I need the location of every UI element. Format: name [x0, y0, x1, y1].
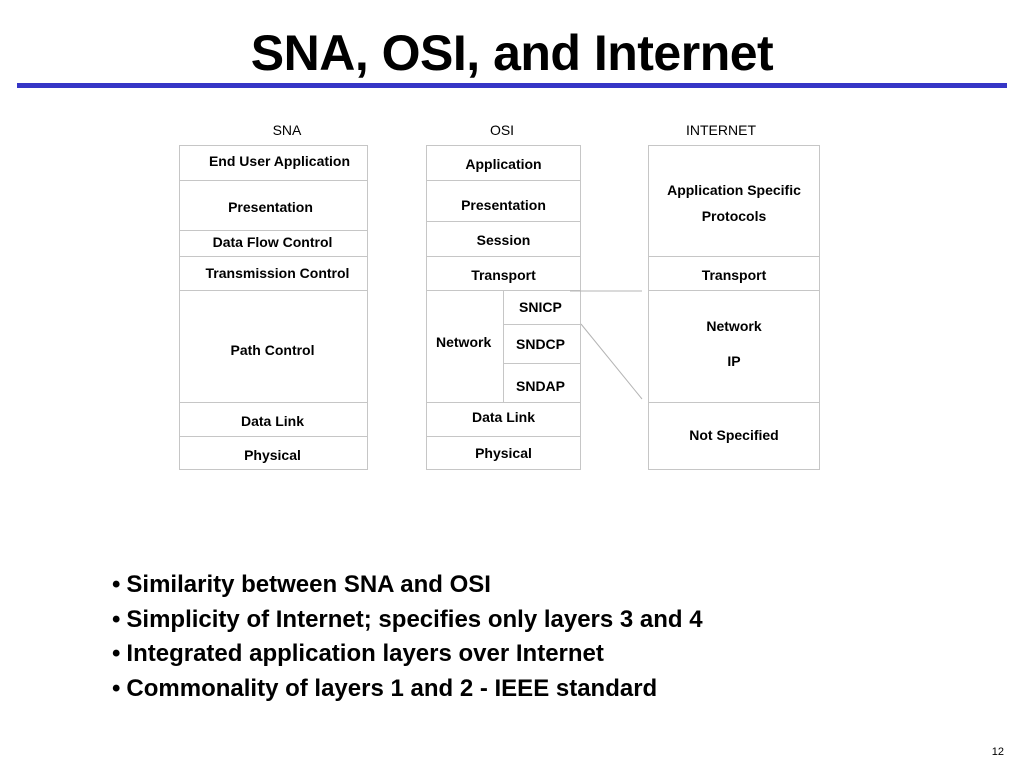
- osi-layer-label: Session: [476, 232, 531, 248]
- osi-sublayer-divider: [503, 324, 581, 325]
- osi-layer-physical: Physical: [426, 436, 581, 470]
- osi-layer-label: Data Link: [471, 408, 535, 425]
- sna-layer: Data Link: [179, 402, 368, 437]
- bullet-dot: •: [112, 605, 121, 633]
- sna-layer: Data Flow Control: [179, 230, 368, 257]
- osi-sublayer-divider: [503, 363, 581, 364]
- sna-layer-label: Presentation: [228, 198, 313, 215]
- osi-sublayer-snicp: SNICP: [519, 299, 562, 315]
- internet-application-line1: Application Specific: [667, 182, 801, 198]
- internet-application-line2: Protocols: [701, 208, 767, 224]
- osi-layer-presentation: Presentation: [426, 180, 581, 222]
- sna-layer: Transmission Control: [179, 256, 368, 291]
- osi-layer-label: Physical: [475, 445, 532, 461]
- bullet-item: •Commonality of layers 1 and 2 - IEEE st…: [112, 672, 703, 707]
- osi-sublayer-sndap: SNDAP: [516, 378, 566, 394]
- bullet-list: •Similarity between SNA and OSI •Simplic…: [112, 568, 703, 706]
- sna-layer: End User Application: [179, 145, 368, 181]
- bullet-dot: •: [112, 571, 121, 598]
- bullet-item: •Similarity between SNA and OSI: [112, 568, 703, 603]
- bullet-text: Integrated application layers over Inter…: [126, 640, 604, 667]
- osi-layer-data-link: Data Link: [426, 402, 581, 437]
- connector-line: [580, 323, 643, 400]
- osi-layer-label: Application: [465, 156, 542, 172]
- osi-layer-application: Application: [426, 145, 581, 181]
- internet-network-label: Network: [706, 318, 762, 334]
- page-number: 12: [991, 746, 1004, 758]
- bullet-text: Commonality of layers 1 and 2 - IEEE sta…: [126, 674, 658, 702]
- sna-layer-label: Transmission Control: [205, 264, 350, 281]
- title-rule: [17, 83, 1007, 88]
- osi-layer-label: Transport: [471, 266, 536, 283]
- internet-layer-label: Transport: [701, 266, 767, 283]
- sna-layer: Physical: [179, 436, 368, 470]
- column-heading-internet: INTERNET: [686, 122, 756, 138]
- sna-layer-label: Data Flow Control: [212, 233, 333, 250]
- internet-layer-application: [648, 145, 820, 257]
- bullet-dot: •: [112, 674, 121, 702]
- bullet-item: •Simplicity of Internet; specifies only …: [112, 603, 703, 638]
- internet-ip-label: IP: [727, 353, 741, 369]
- osi-sublayer-sndcp: SNDCP: [516, 336, 566, 352]
- osi-layer-session: Session: [426, 221, 581, 257]
- column-heading-osi: OSI: [489, 122, 515, 138]
- sna-layer-label: End User Application: [208, 153, 351, 169]
- internet-layer-transport: Transport: [648, 256, 820, 291]
- slide-title: SNA, OSI, and Internet: [250, 25, 774, 81]
- sna-layer-label: Path Control: [230, 341, 315, 358]
- sna-layer: Path Control: [179, 290, 368, 403]
- bullet-text: Similarity between SNA and OSI: [126, 571, 491, 598]
- internet-layer-label: Not Specified: [689, 427, 779, 443]
- bullet-item: •Integrated application layers over Inte…: [112, 637, 703, 672]
- sna-layer: Presentation: [179, 180, 368, 231]
- sna-layer-label: Data Link: [240, 412, 304, 429]
- osi-layer-transport: Transport: [426, 256, 581, 291]
- internet-layer-network: [648, 290, 820, 403]
- osi-layer-label: Presentation: [461, 197, 546, 213]
- internet-layer-not-specified: Not Specified: [648, 402, 820, 470]
- osi-network-divider: [503, 290, 504, 403]
- sna-layer-label: Physical: [244, 447, 301, 463]
- bullet-text: Simplicity of Internet; specifies only l…: [126, 605, 703, 633]
- bullet-dot: •: [112, 640, 121, 667]
- osi-network-label: Network: [436, 334, 492, 350]
- column-heading-sna: SNA: [272, 122, 302, 138]
